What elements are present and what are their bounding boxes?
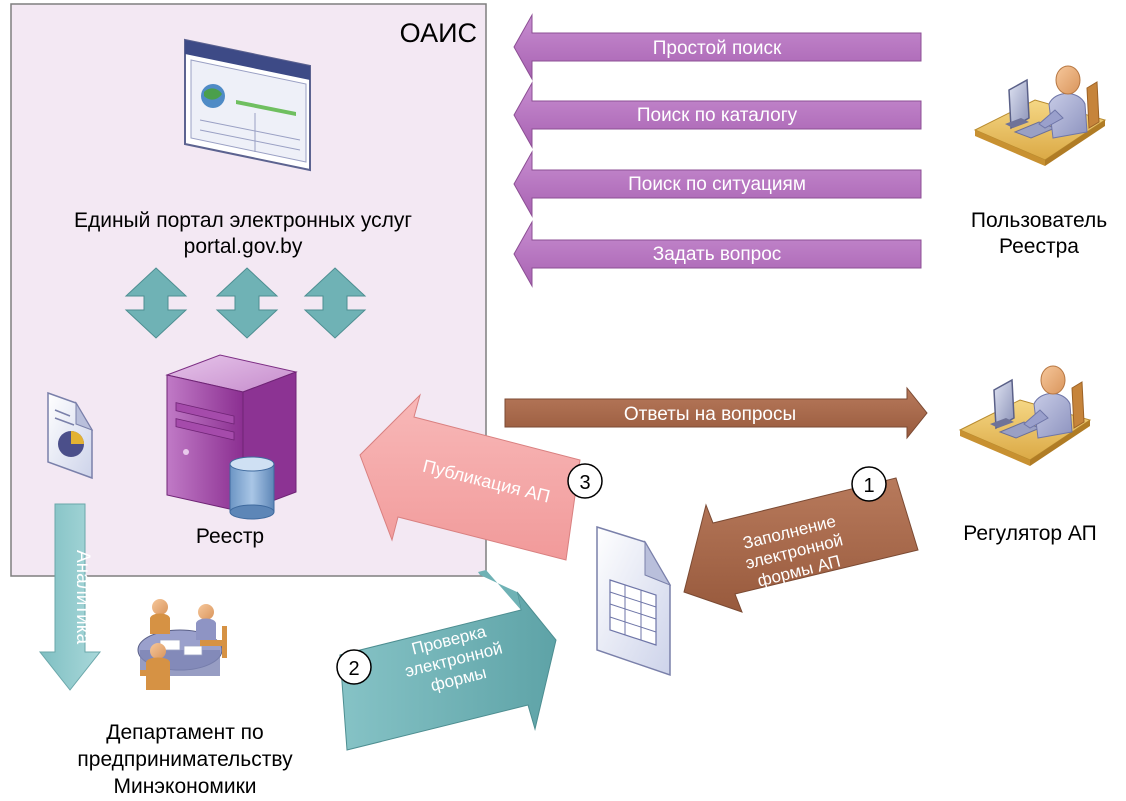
double-arrow-3 xyxy=(303,267,367,339)
step2-arrow: Проверка электронной формы xyxy=(339,570,557,751)
portal-url: portal.gov.by xyxy=(184,235,303,258)
search-simple-label: Простой поиск xyxy=(653,38,782,59)
step1-badge: 1 xyxy=(851,466,887,502)
portal-registry-exchange-arrows xyxy=(124,267,367,339)
search-arrow-catalog: Поиск по каталогу xyxy=(513,81,922,149)
user-label-line1: Пользователь xyxy=(971,209,1107,232)
meeting-table-icon xyxy=(137,599,227,690)
step3-badge: 3 xyxy=(567,463,603,499)
user-person-at-computer-icon xyxy=(974,65,1106,167)
step3-number: 3 xyxy=(579,472,590,494)
step2-badge: 2 xyxy=(336,649,372,685)
analytics-label: Аналитика xyxy=(72,550,93,644)
search-situations-label: Поиск по ситуациям xyxy=(628,174,806,195)
step2-number: 2 xyxy=(348,658,359,680)
search-arrow-question: Задать вопрос xyxy=(513,220,922,288)
analytics-arrow: Аналитика xyxy=(38,503,102,691)
department-label-line2: предпринимательству xyxy=(77,748,293,771)
search-arrow-situations: Поиск по ситуациям xyxy=(513,150,922,218)
regulator-label: Регулятор АП xyxy=(963,522,1097,545)
form-document-icon xyxy=(596,525,672,677)
double-arrow-1 xyxy=(124,267,188,339)
browser-window-icon xyxy=(184,38,311,172)
regulator-person-at-computer-icon xyxy=(959,365,1091,467)
answers-label: Ответы на вопросы xyxy=(624,404,796,425)
double-arrow-2 xyxy=(215,267,279,339)
search-question-label: Задать вопрос xyxy=(653,244,782,265)
search-arrow-simple: Простой поиск xyxy=(513,13,922,81)
user-label-line2: Реестра xyxy=(999,235,1079,258)
step3-arrow: Публикация АП xyxy=(359,393,581,561)
department-label-line1: Департамент по xyxy=(106,721,263,744)
server-with-database-icon xyxy=(165,354,298,520)
oais-title: ОАИС xyxy=(400,18,477,48)
department-label-line3: Минэкономики xyxy=(113,775,256,798)
portal-label: Единый портал электронных услуг xyxy=(74,209,412,232)
search-catalog-label: Поиск по каталогу xyxy=(637,105,798,126)
step1-arrow: Заполнение электронной формы АП xyxy=(683,477,919,613)
report-document-icon xyxy=(47,391,94,480)
step1-number: 1 xyxy=(863,475,874,497)
registry-label: Реестр xyxy=(196,525,264,548)
answers-arrow: Ответы на вопросы xyxy=(504,386,928,440)
